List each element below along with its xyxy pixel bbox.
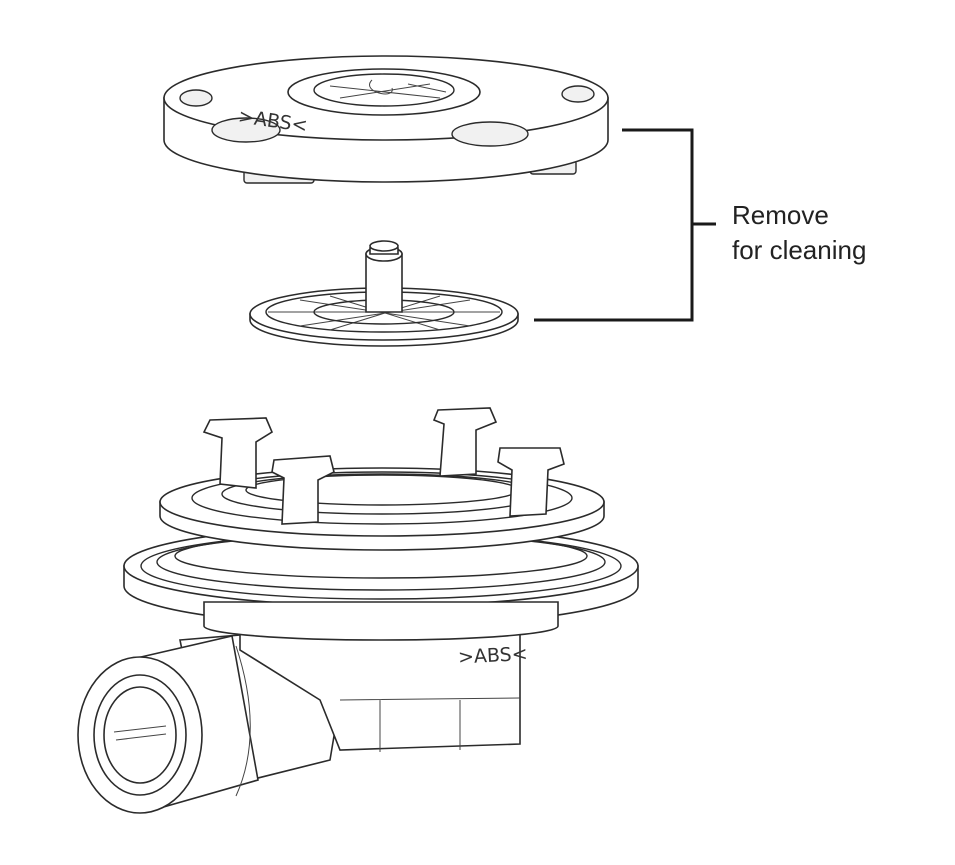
trap-body: >ABS< — [77, 407, 639, 814]
retaining-clips — [202, 407, 565, 525]
callout-label-line2: for cleaning — [732, 235, 866, 265]
trap-cover: >ABS< — [163, 55, 609, 184]
body-abs-marking: >ABS< — [457, 643, 528, 669]
callout-bracket — [534, 128, 716, 322]
dip-tube-disc — [249, 240, 519, 347]
callout-label-line1: Remove — [732, 200, 829, 230]
